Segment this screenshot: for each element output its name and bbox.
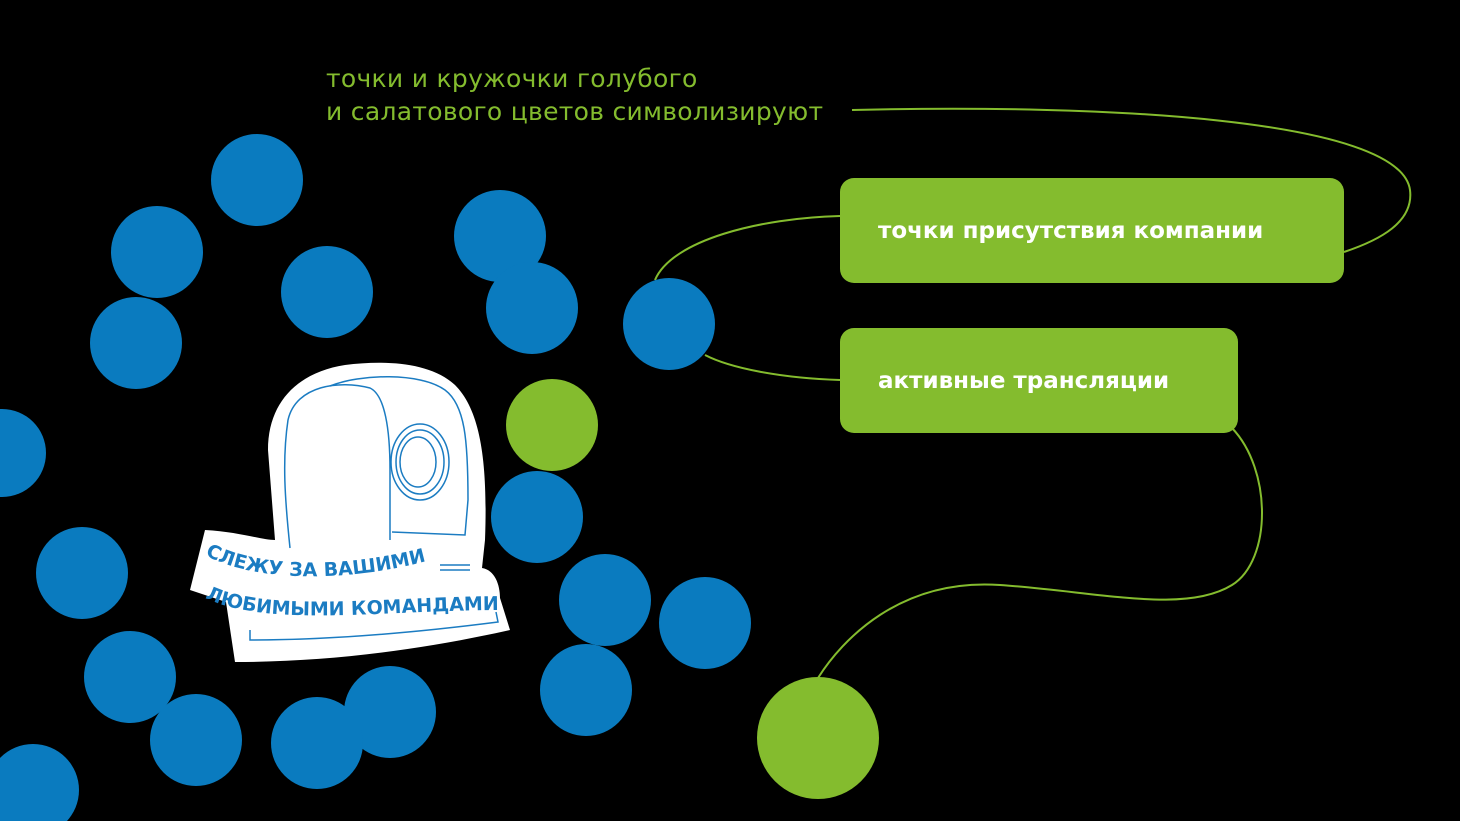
blue-dot <box>111 206 203 298</box>
blue-dot <box>0 409 46 497</box>
caption: точки и кружочки голубого и салатового ц… <box>326 62 823 128</box>
legend-label-company-presence: точки присутствия компании <box>878 217 1264 244</box>
legend-box-company-presence: точки присутствия компании <box>840 178 1344 283</box>
blue-dot <box>623 278 715 370</box>
blue-dot <box>0 744 79 821</box>
green-dot-large <box>757 677 879 799</box>
connector-blue-dot-to-green-box <box>704 354 841 381</box>
blue-dot <box>659 577 751 669</box>
blue-dot <box>491 471 583 563</box>
caption-line1: точки и кружочки голубого <box>326 64 698 93</box>
legend-label-active-broadcasts: активные трансляции <box>878 367 1170 394</box>
blue-dot <box>540 644 632 736</box>
caption-line2: и салатового цветов символизируют <box>326 97 824 126</box>
green-dot <box>506 379 598 471</box>
blue-dot <box>36 527 128 619</box>
connector-green-box-to-green-dot <box>817 427 1263 679</box>
blue-dot <box>271 697 363 789</box>
legend-box-active-broadcasts: активные трансляции <box>840 328 1238 433</box>
blue-dot <box>84 631 176 723</box>
blue-dot <box>150 694 242 786</box>
camera-sticker: СЛЕЖУ ЗА ВАШИМИ ЛЮБИМЫМИ КОМАНДАМИ <box>190 362 510 662</box>
blue-dot <box>281 246 373 338</box>
blue-dot <box>559 554 651 646</box>
connector-blue-dot-to-blue-box <box>654 215 841 281</box>
blue-dot <box>211 134 303 226</box>
connector-caption-to-blue-box <box>851 107 1412 253</box>
blue-dot <box>90 297 182 389</box>
blue-dot <box>486 262 578 354</box>
blue-dot <box>454 190 546 282</box>
blue-dot <box>344 666 436 758</box>
